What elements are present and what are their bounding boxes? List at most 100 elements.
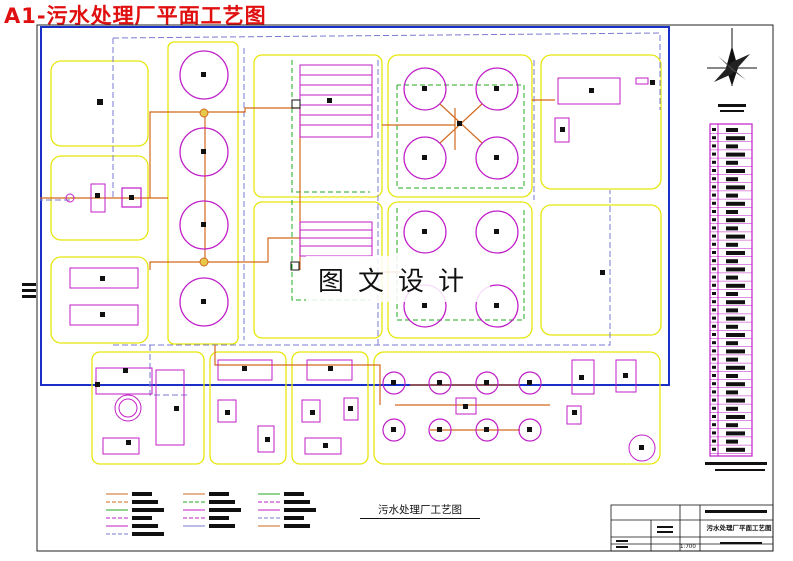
table-row-label [726,251,745,255]
legend-label-bar [209,492,229,496]
table-row-number [712,259,716,263]
table-row-label [726,357,738,362]
legend-label-bar [284,508,316,512]
table-row-number [712,439,716,443]
legend-label-bar [132,492,152,496]
table-row-number [712,415,716,418]
table-row-number [712,251,716,254]
inlet-works [65,183,142,213]
drawing-sheet-title: A1-污水处理厂平面工艺图 [4,4,267,28]
table-row-label [726,136,745,141]
table-row-number [712,382,716,386]
table-row-label [726,160,738,165]
table-row-label [726,275,738,280]
table-row-label [726,234,745,239]
table-row-label [726,349,745,354]
table-row-label [726,259,738,264]
table-row-number [712,423,716,427]
table-row-label [726,128,738,132]
table-row-number [712,267,716,271]
table-row-label [726,324,738,329]
table-row-label [726,308,738,313]
aeration-tank-1 [299,64,373,138]
legend-label-bar [209,500,235,504]
table-row-number [712,193,716,197]
table-row-number [712,242,716,246]
table-row-number [712,169,716,172]
table-row-label [726,374,738,378]
table-row-number [712,144,716,148]
primary-tanks [179,50,229,327]
table-row-number [712,349,716,353]
table-row-label [726,423,738,428]
table-row-number [712,275,716,279]
table-row-label [726,439,738,444]
legend-label-bar [132,500,158,504]
legend-label-bar [132,524,158,528]
table-row-number [712,374,716,377]
table-row-label [726,316,745,321]
table-row-number [712,365,716,369]
table-row-number [712,185,716,189]
table-row-label [726,152,745,157]
table-row-number [712,447,716,451]
left-building-2 [69,267,139,326]
secondary-clarifiers [403,67,519,328]
right-building [554,77,621,143]
legend-label-bar [284,516,304,520]
table-row-label [726,267,745,272]
table-row-number [712,316,716,320]
table-row-label [726,283,745,288]
table-row-number [712,292,716,295]
table-row-label [726,144,738,149]
table-row-number [712,308,716,312]
watermark-text: 图文设计 [306,256,490,302]
table-row-number [712,300,716,304]
title-block-scale: 1:700 [680,544,696,550]
legend-label-bar [132,508,164,512]
table-row-label [726,292,738,296]
table-row-number [712,406,716,410]
legend-label-bar [284,500,310,504]
table-row-label [726,406,738,411]
table-row-number [712,357,716,361]
table-row-number [712,201,716,205]
north-arrow-icon [707,28,757,86]
table-row-number [712,341,716,345]
table-row-label [726,201,745,206]
table-row-label [726,447,745,452]
legend-label-bar [284,524,310,528]
table-row-label [726,365,745,370]
table-row-label [726,415,745,419]
table-row-label [726,193,738,198]
bottom-facilities [95,359,656,462]
table-row-number [712,226,716,230]
table-row-label [726,177,738,182]
table-row-number [712,333,716,336]
table-row-label [726,226,738,231]
legend-label-bar [284,492,304,496]
table-row-number [712,398,716,402]
table-row-number [712,136,716,140]
table-row-number [712,152,716,156]
table-row-label [726,382,745,387]
table-row-label [726,169,745,173]
sheet-frame [36,24,774,552]
table-row-number [712,128,716,131]
table-row-label [726,210,738,214]
legend-label-bar [132,532,164,536]
table-row-number [712,218,716,222]
table-row-number [712,431,716,435]
table-row-label [726,185,745,190]
drawing-caption: 污水处理厂工艺图 [360,502,480,519]
table-row-label [726,398,745,403]
legend-label-bar [209,508,241,512]
table-row-number [712,177,716,181]
table-row-number [712,324,716,328]
site-boundary [40,26,670,386]
legend-label-bar [209,524,235,528]
table-row-number [712,210,716,213]
table-row-number [712,390,716,394]
table-row-label [726,242,738,247]
